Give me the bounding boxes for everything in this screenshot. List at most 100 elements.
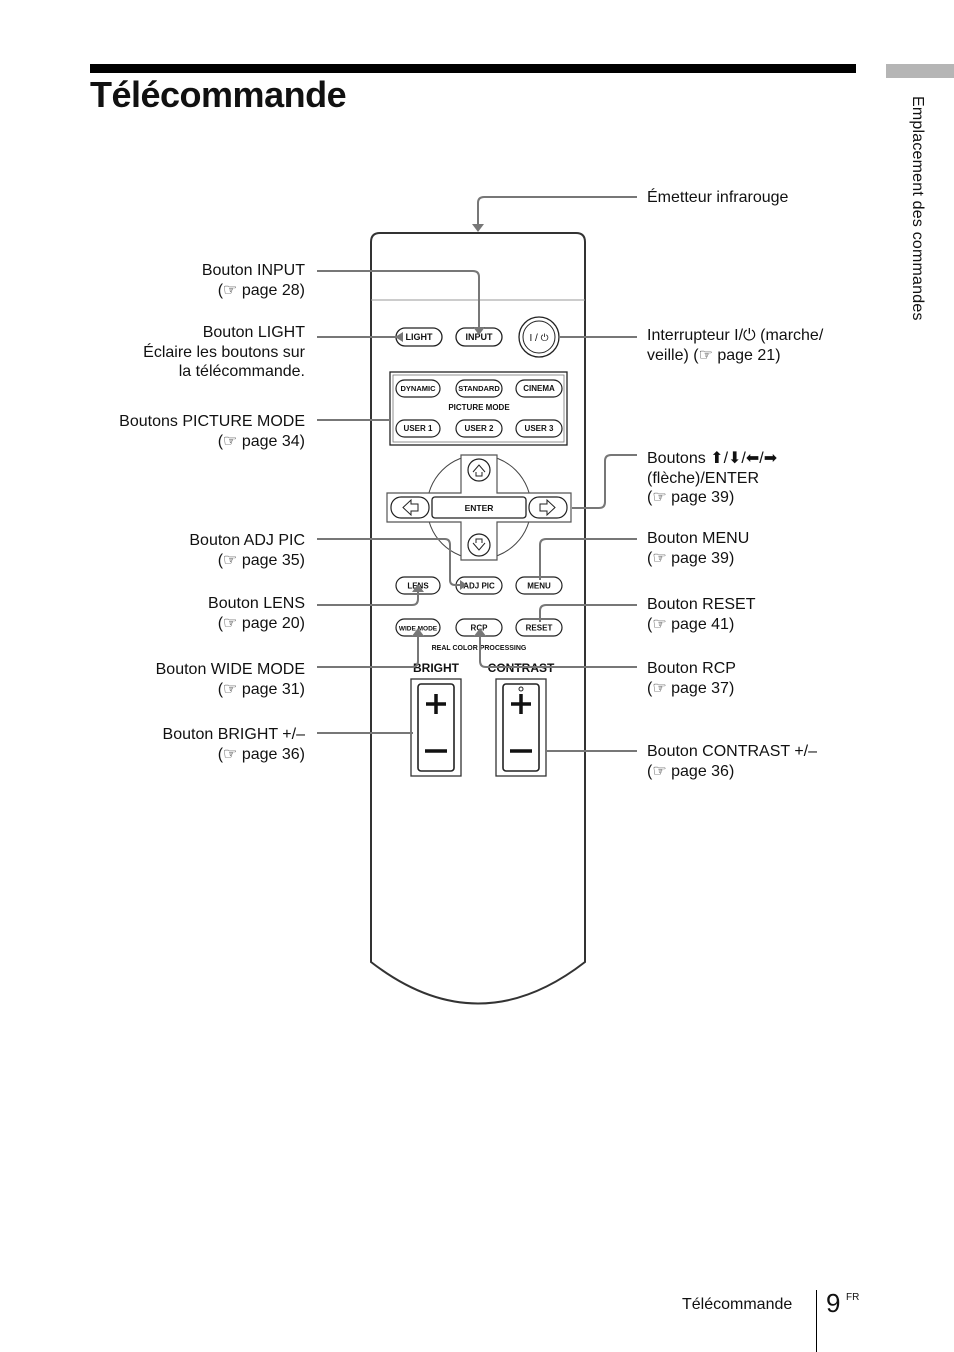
left-arrow-icon bbox=[402, 498, 419, 517]
right-arrow-button bbox=[528, 496, 568, 519]
label-ir-emitter-line1: Émetteur infrarouge bbox=[647, 189, 789, 206]
picture-mode-label: PICTURE MODE bbox=[448, 403, 510, 412]
label-contrast-line2: (☞ page 36) bbox=[647, 762, 735, 780]
down-arrow-icon bbox=[472, 538, 486, 551]
label-rcp: Bouton RCP (☞ page 37) bbox=[647, 659, 947, 698]
label-light-line3: la télécommande. bbox=[178, 363, 305, 380]
enter-button-label: ENTER bbox=[465, 503, 494, 513]
bright-label: BRIGHT bbox=[413, 661, 460, 675]
cinema-button bbox=[515, 379, 563, 398]
callout-adjpic-arrowhead bbox=[460, 580, 467, 590]
label-lens: Bouton LENS (☞ page 20) bbox=[5, 594, 305, 633]
label-adj-pic-line2: (☞ page 35) bbox=[217, 551, 305, 569]
label-menu: Bouton MENU (☞ page 39) bbox=[647, 529, 947, 568]
callout-ir-arrowhead bbox=[472, 224, 484, 232]
label-reset-line2: (☞ page 41) bbox=[647, 615, 735, 633]
user1-button-label: USER 1 bbox=[404, 424, 433, 433]
up-arrow-icon bbox=[472, 464, 486, 477]
label-power: Interrupteur I/⏻ (marche/ veille) (☞ pag… bbox=[647, 326, 947, 365]
label-arrows-line1: Boutons ⬆/⬇/⬅/➡ bbox=[647, 450, 778, 467]
callout-wide bbox=[317, 632, 419, 668]
label-menu-line2: (☞ page 39) bbox=[647, 549, 735, 567]
page-title: Télécommande bbox=[90, 74, 347, 115]
adj-pic-button-label: ADJ PIC bbox=[463, 582, 495, 591]
callout-input-arrowhead bbox=[473, 327, 485, 335]
rcp-button-label: RCP bbox=[471, 624, 489, 633]
label-input: Bouton INPUT (☞ page 28) bbox=[5, 261, 305, 300]
label-arrows-line3: (☞ page 39) bbox=[647, 489, 735, 506]
label-power-line2: veille) (☞ page 21) bbox=[647, 346, 781, 364]
label-menu-line1: Bouton MENU bbox=[647, 530, 750, 547]
left-arrow-button bbox=[390, 496, 430, 519]
picture-mode-panel-inner bbox=[392, 374, 565, 443]
dynamic-button bbox=[395, 379, 441, 398]
label-picture-mode-line1: Boutons PICTURE MODE bbox=[119, 413, 305, 430]
enter-button bbox=[431, 496, 527, 519]
callout-wide-arrowhead bbox=[412, 628, 424, 636]
label-lens-line2: (☞ page 20) bbox=[217, 614, 305, 632]
callout-menu bbox=[539, 538, 637, 580]
label-picture-mode: Boutons PICTURE MODE (☞ page 34) bbox=[5, 412, 305, 451]
page-lang: FR bbox=[846, 1292, 860, 1303]
label-rcp-line1: Bouton RCP bbox=[647, 660, 736, 677]
input-button-label: INPUT bbox=[466, 332, 494, 342]
callout-lens bbox=[317, 588, 419, 606]
contrast-dot bbox=[518, 686, 524, 692]
side-tab-label: Emplacement des commandes bbox=[909, 96, 926, 321]
label-arrows-line2: (flèche)/ENTER bbox=[647, 469, 760, 487]
power-icon: I / ⏻ bbox=[529, 333, 548, 344]
down-arrow-button bbox=[467, 533, 491, 557]
label-bright-line2: (☞ page 36) bbox=[217, 745, 305, 763]
right-arrow-icon bbox=[539, 498, 556, 517]
light-button-label: LIGHT bbox=[406, 332, 433, 342]
label-contrast-line1: Bouton CONTRAST +/– bbox=[647, 743, 817, 760]
label-bright-line1: Bouton BRIGHT +/– bbox=[162, 726, 305, 743]
label-wide-mode: Bouton WIDE MODE (☞ page 31) bbox=[5, 660, 305, 699]
label-arrows: Boutons ⬆/⬇/⬅/➡ (flèche)/ENTER (☞ page 3… bbox=[647, 449, 947, 508]
callout-arrows bbox=[572, 454, 637, 509]
standard-button-label: STANDARD bbox=[458, 384, 500, 393]
callout-lens-arrowhead bbox=[412, 584, 424, 592]
label-adj-pic-line1: Bouton ADJ PIC bbox=[189, 532, 305, 549]
label-bright: Bouton BRIGHT +/– (☞ page 36) bbox=[5, 725, 305, 764]
label-light-line1: Bouton LIGHT bbox=[202, 324, 305, 341]
footer-section: Télécommande bbox=[682, 1296, 793, 1313]
callout-input bbox=[317, 270, 480, 329]
power-button-inner bbox=[522, 320, 556, 354]
footer-divider bbox=[816, 1290, 817, 1352]
menu-button-label: MENU bbox=[527, 582, 551, 591]
reset-button-label: RESET bbox=[526, 624, 553, 633]
up-arrow-button bbox=[467, 458, 491, 482]
label-picture-mode-line2: (☞ page 34) bbox=[217, 432, 305, 450]
label-rcp-line2: (☞ page 37) bbox=[647, 679, 735, 697]
user2-button-label: USER 2 bbox=[465, 424, 494, 433]
label-input-line1: Bouton INPUT bbox=[201, 262, 305, 279]
user3-button-label: USER 3 bbox=[525, 424, 554, 433]
side-tab-marker bbox=[886, 64, 954, 78]
contrast-plus-icon bbox=[511, 694, 531, 714]
title-rule bbox=[90, 64, 856, 73]
cinema-button-label: CINEMA bbox=[523, 384, 555, 393]
label-input-line2: (☞ page 28) bbox=[217, 281, 305, 299]
label-wide-mode-line2: (☞ page 31) bbox=[217, 680, 305, 698]
callout-rcp bbox=[479, 632, 637, 668]
callout-ir bbox=[477, 196, 637, 228]
standard-button bbox=[455, 379, 503, 398]
label-light-line2: Éclaire les boutons sur bbox=[143, 343, 305, 361]
callout-light-arrowhead bbox=[395, 332, 403, 342]
page-number: 9 bbox=[826, 1288, 841, 1318]
label-contrast: Bouton CONTRAST +/– (☞ page 36) bbox=[647, 742, 947, 781]
label-light: Bouton LIGHT Éclaire les boutons sur la … bbox=[5, 323, 305, 382]
callout-reset bbox=[539, 604, 637, 622]
dynamic-button-label: DYNAMIC bbox=[401, 384, 437, 393]
label-reset-line1: Bouton RESET bbox=[647, 596, 756, 613]
callout-adjpic bbox=[317, 538, 462, 586]
power-button bbox=[518, 316, 560, 358]
user3-button bbox=[515, 419, 563, 438]
callout-rcp-arrowhead bbox=[474, 628, 486, 636]
label-ir-emitter: Émetteur infrarouge bbox=[647, 188, 947, 208]
label-adj-pic: Bouton ADJ PIC (☞ page 35) bbox=[5, 531, 305, 570]
user1-button bbox=[395, 419, 441, 438]
user2-button bbox=[455, 419, 503, 438]
